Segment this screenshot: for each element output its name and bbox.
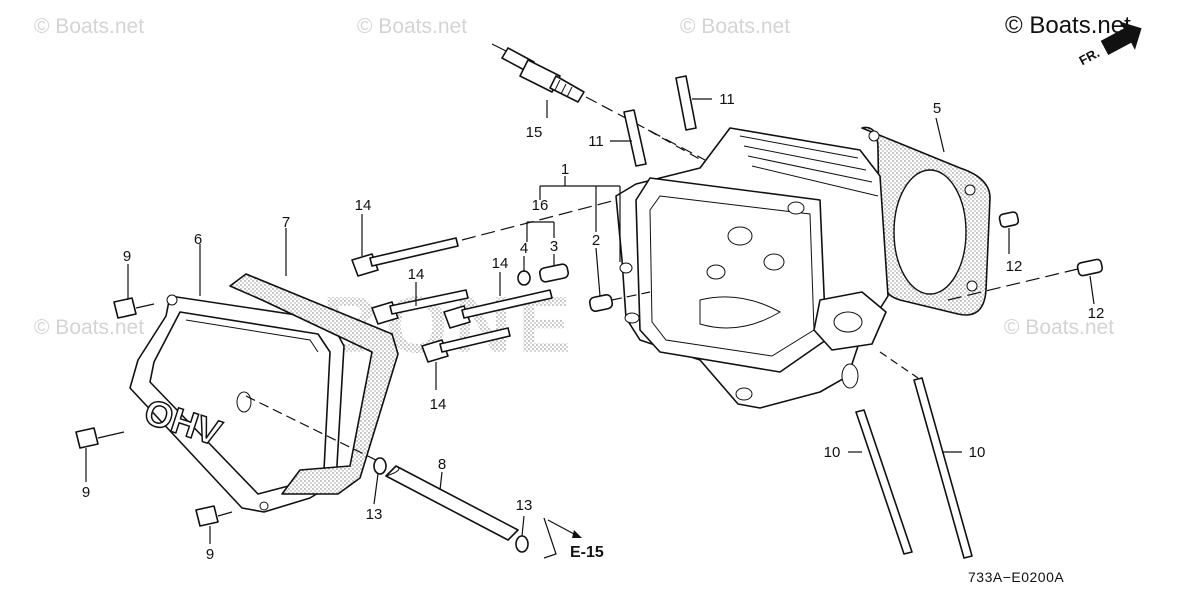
cylinder-head — [615, 127, 1083, 409]
svg-text:FR.: FR. — [1076, 45, 1102, 68]
flange-bolts — [351, 199, 617, 363]
cylinder-head-gasket — [861, 126, 991, 316]
callout-14-second: 14 — [408, 266, 425, 283]
callout-10-left: 10 — [824, 444, 841, 461]
callout-9-top: 9 — [123, 248, 131, 265]
callout-10-right: 10 — [969, 444, 986, 461]
callout-4: 4 — [520, 240, 528, 257]
callout-13-right: 13 — [516, 497, 533, 514]
callout-labels: 1 2 3 4 5 6 7 8 9 9 9 10 10 11 11 12 12 … — [82, 91, 1105, 563]
callout-9-bottom: 9 — [206, 546, 214, 563]
diagram-code: 733A−E0200A — [968, 569, 1064, 585]
callout-8: 8 — [438, 456, 446, 473]
valve-guide-parts — [517, 263, 651, 313]
callout-9-middle: 9 — [82, 484, 90, 501]
breather-tube — [245, 395, 529, 553]
callout-15: 15 — [526, 124, 543, 141]
head-cover-gasket — [229, 273, 399, 495]
callout-14-third: 14 — [492, 255, 509, 272]
callout-1: 1 — [561, 161, 569, 178]
callout-13-left: 13 — [366, 506, 383, 523]
callout-6: 6 — [194, 231, 202, 248]
callout-14-bottom: 14 — [430, 396, 447, 413]
callout-16: 16 — [532, 197, 549, 214]
callout-11-left: 11 — [588, 133, 604, 150]
callout-12-bottom: 12 — [1088, 305, 1105, 322]
watermark-top-right: © Boats.net — [680, 15, 790, 38]
callout-2: 2 — [592, 232, 600, 249]
spark-plug — [491, 43, 706, 161]
stud-bolts — [623, 75, 711, 167]
watermark-top-left: © Boats.net — [34, 15, 144, 38]
watermark-top-center: © Boats.net — [357, 15, 467, 38]
callout-3: 3 — [550, 238, 558, 255]
callout-5: 5 — [933, 100, 941, 117]
watermark-mid-right: © Boats.net — [1004, 316, 1114, 339]
callout-11-right: 11 — [719, 91, 735, 108]
callout-7: 7 — [282, 214, 290, 231]
callout-14-top: 14 — [355, 197, 372, 214]
copyright-label: © Boats.net — [1005, 12, 1131, 39]
leader-lines — [85, 98, 1095, 559]
callout-12-top: 12 — [1006, 258, 1023, 275]
cover-bolts — [75, 297, 233, 527]
head-cover: OHV — [129, 294, 391, 513]
watermark-mid-left: © Boats.net — [34, 316, 144, 339]
long-studs — [855, 351, 973, 559]
section-reference: E-15 — [570, 544, 604, 561]
dowel-pins — [998, 211, 1104, 277]
